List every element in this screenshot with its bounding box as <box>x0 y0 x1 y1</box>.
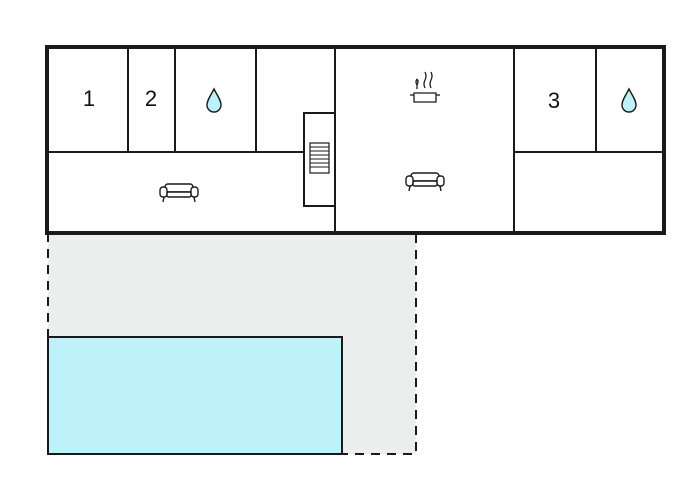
water-drop-icon <box>206 87 222 113</box>
sofa-icon <box>159 183 199 203</box>
house-outline <box>45 45 666 235</box>
room-label-3: 3 <box>548 88 560 113</box>
stairs-icon <box>303 112 336 207</box>
water-drop-icon <box>621 87 637 113</box>
room-label-2: 2 <box>145 86 157 111</box>
cooking-pot-icon <box>410 71 440 103</box>
room-label-1: 1 <box>83 86 95 111</box>
pool <box>47 336 343 455</box>
sofa-icon <box>405 172 445 192</box>
